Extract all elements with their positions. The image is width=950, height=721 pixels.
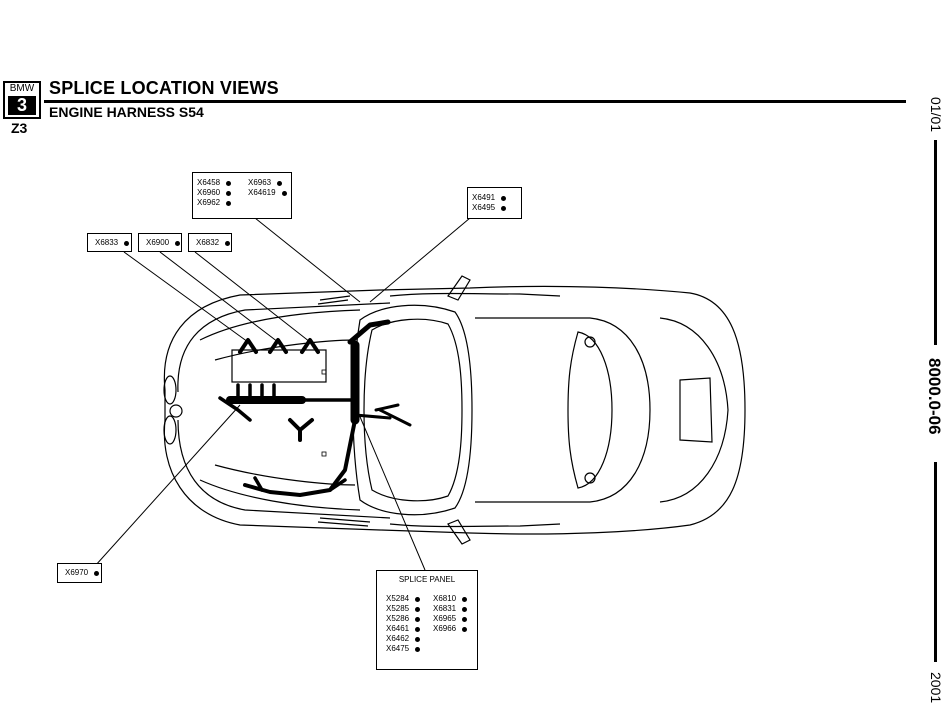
harness-run-lower xyxy=(243,418,357,497)
side-code: 8000.0-06 xyxy=(925,358,944,435)
callout-x6970: X6970 xyxy=(57,563,102,583)
splice-code: X6960 xyxy=(197,188,221,197)
splice-code: X5286 xyxy=(386,614,410,623)
leader-right-group xyxy=(369,217,471,303)
grille-right xyxy=(163,415,177,445)
callout-right-group: X6491 X6495 xyxy=(467,187,522,219)
harness-run-left xyxy=(218,383,357,422)
logo-series: 3 xyxy=(8,96,36,115)
callout-splice-panel: SPLICE PANEL X5284 X5285 X5286 X6461 X64… xyxy=(376,570,478,670)
leader-x6900 xyxy=(159,251,279,343)
splice-code: X5285 xyxy=(386,604,410,613)
splice-dot xyxy=(462,616,468,622)
bmw-logo: BMW 3 xyxy=(3,81,41,119)
harness-branch-mid xyxy=(288,418,314,442)
bmw-badge xyxy=(169,404,183,418)
splice-dot xyxy=(226,180,232,186)
splice-code: X6962 xyxy=(197,198,221,207)
hood-lines xyxy=(199,309,361,511)
seat-area xyxy=(567,331,613,489)
small-marker-2 xyxy=(321,451,327,457)
splice-code: X6462 xyxy=(386,634,410,643)
splice-code: X6832 xyxy=(196,238,220,247)
side-rule-lower xyxy=(934,462,937,662)
side-date: 01/01 xyxy=(928,97,944,133)
car-body-outline xyxy=(163,285,746,535)
splice-code: X6458 xyxy=(197,178,221,187)
leader-top-group xyxy=(254,217,361,303)
splice-code: X6966 xyxy=(433,624,457,633)
splice-dot xyxy=(281,190,287,196)
splice-dot xyxy=(124,240,130,246)
splice-dot xyxy=(501,195,507,201)
splice-dot xyxy=(277,180,283,186)
splice-dot xyxy=(226,190,232,196)
splice-dot xyxy=(94,570,100,576)
side-year: 2001 xyxy=(928,672,944,704)
mirror-top xyxy=(447,275,471,301)
splice-code: X6491 xyxy=(472,193,496,202)
logo-brand: BMW xyxy=(9,83,35,94)
page-title: SPLICE LOCATION VIEWS xyxy=(49,78,279,98)
splice-dot xyxy=(501,205,507,211)
callout-x6900: X6900 xyxy=(138,233,182,252)
leader-x6970 xyxy=(94,404,241,567)
splice-dot xyxy=(175,240,181,246)
grille-left xyxy=(163,375,177,405)
splice-code: X6900 xyxy=(146,238,170,247)
mirror-bottom xyxy=(447,519,471,545)
car-body-inner xyxy=(177,302,391,519)
leader-splice-panel xyxy=(357,411,426,571)
rear-light xyxy=(679,377,713,443)
splice-code: X6963 xyxy=(248,178,272,187)
splice-dot xyxy=(462,626,468,632)
splice-dot xyxy=(415,636,421,642)
headrest-bottom xyxy=(584,472,596,484)
splice-dot xyxy=(415,606,421,612)
splice-dot xyxy=(415,626,421,632)
small-marker-1 xyxy=(321,369,327,375)
callout-x6832: X6832 xyxy=(188,233,232,252)
vent-bottom xyxy=(317,517,371,527)
leader-x6832 xyxy=(194,251,311,343)
headrest-top xyxy=(584,336,596,348)
splice-code: X6475 xyxy=(386,644,410,653)
harness-branch-lower xyxy=(253,476,347,492)
logo-model: Z3 xyxy=(11,120,28,136)
header-rule xyxy=(44,100,906,103)
splice-code: X6970 xyxy=(65,568,89,577)
leader-x6833 xyxy=(123,251,249,343)
splice-dot xyxy=(415,616,421,622)
splice-dot xyxy=(462,606,468,612)
splice-dot xyxy=(462,596,468,602)
splice-dot xyxy=(225,240,231,246)
callout-top-group: X6458 X6960 X6962 X6963 X64619 xyxy=(192,172,292,219)
rear-deck xyxy=(659,317,729,503)
harness-run-cabin xyxy=(353,403,412,427)
splice-code: X6495 xyxy=(472,203,496,212)
side-rule-upper xyxy=(934,140,937,345)
splice-dot xyxy=(226,200,232,206)
splice-code: X6810 xyxy=(433,594,457,603)
splice-panel-title: SPLICE PANEL xyxy=(398,575,456,584)
fender-lines xyxy=(389,292,561,528)
harness-run-top xyxy=(347,319,391,345)
windshield-inner xyxy=(363,318,463,502)
splice-dot xyxy=(415,596,421,602)
harness-arrows xyxy=(238,338,320,354)
splice-code: X6831 xyxy=(433,604,457,613)
splice-code: X5284 xyxy=(386,594,410,603)
callout-x6833: X6833 xyxy=(87,233,132,252)
page-subtitle: ENGINE HARNESS S54 xyxy=(49,104,204,120)
splice-code: X6461 xyxy=(386,624,410,633)
splice-highlight-box xyxy=(231,349,327,383)
cabin-outline xyxy=(475,317,651,503)
splice-dot xyxy=(415,646,421,652)
vent-top xyxy=(317,295,351,305)
splice-code: X64619 xyxy=(248,188,276,197)
splice-code: X6833 xyxy=(95,238,119,247)
splice-code: X6965 xyxy=(433,614,457,623)
